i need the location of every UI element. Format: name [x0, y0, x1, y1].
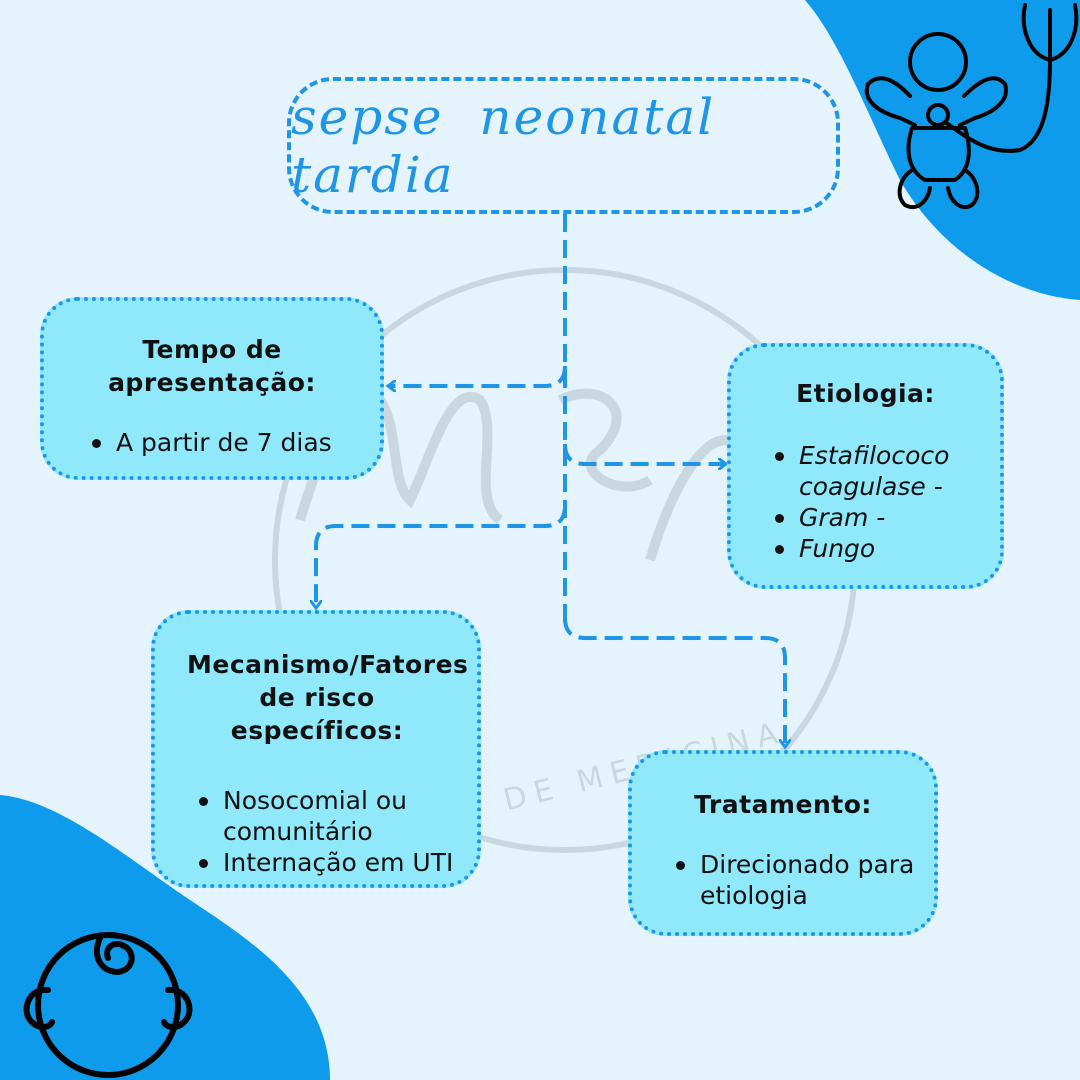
baby-face-icon: [0, 0, 1080, 1080]
